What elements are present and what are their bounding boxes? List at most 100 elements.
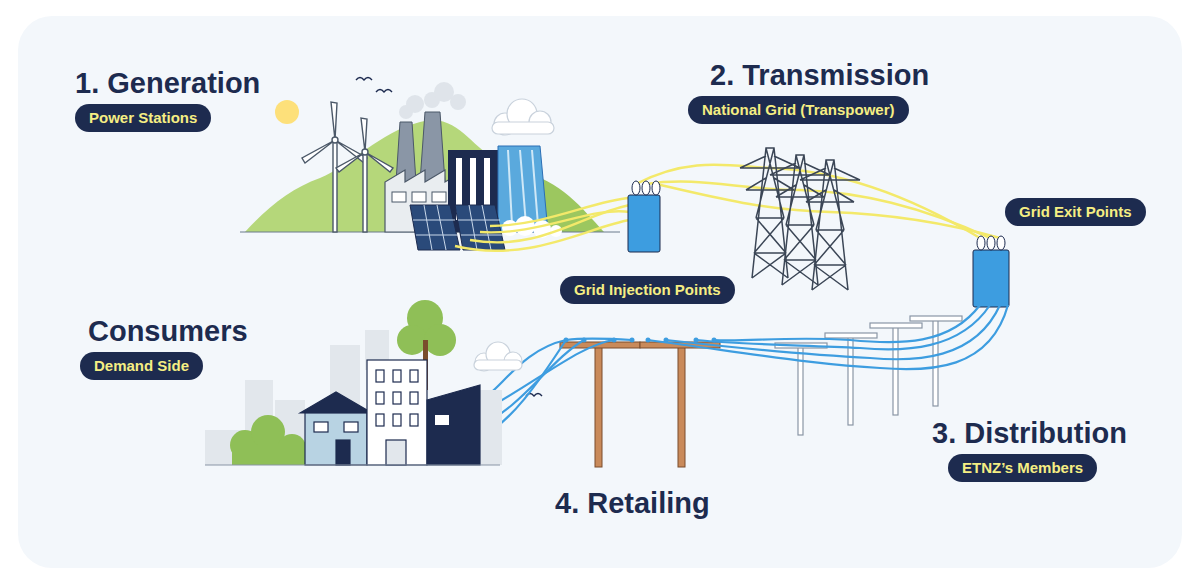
houses-part — [410, 392, 418, 404]
pill-label: Grid Exit Points — [1005, 198, 1146, 226]
pylons-part — [800, 160, 860, 290]
pylons-part — [740, 148, 800, 278]
pill-label: Demand Side — [80, 352, 203, 380]
pill-label: ETNZ’s Members — [948, 454, 1097, 482]
sun-part — [275, 100, 299, 124]
cloud-part-part — [492, 122, 554, 134]
transformer — [628, 181, 660, 252]
wooden-poles-part — [678, 345, 685, 467]
houses-part — [410, 414, 418, 426]
houses-part — [386, 440, 406, 465]
wind-turbines-part — [363, 152, 367, 232]
houses-part — [376, 392, 384, 404]
pill-row: Power Stations — [75, 104, 260, 132]
stage-heading: Consumers — [80, 314, 248, 348]
wooden-poles — [560, 338, 720, 468]
pill-text: Grid Exit Points — [1019, 203, 1132, 220]
wind-turbines-part — [332, 137, 338, 143]
houses-part — [305, 413, 367, 465]
wind-turbines — [302, 102, 393, 232]
houses-part — [393, 392, 401, 404]
houses-part — [393, 370, 401, 382]
stage-heading: 2. Transmission — [688, 58, 929, 92]
houses-part — [427, 385, 480, 465]
transformer-part — [632, 181, 640, 195]
solar-panels-part — [413, 205, 458, 250]
wind-turbines-part — [336, 118, 393, 172]
wind-turbines-part — [302, 102, 367, 163]
cloud — [474, 342, 522, 371]
distribution-wires — [478, 305, 1008, 438]
pill-label: Power Stations — [75, 104, 211, 132]
pill-row: Demand Side — [80, 352, 248, 380]
transformer-part — [977, 236, 985, 250]
houses-part — [393, 414, 401, 426]
houses-part — [336, 440, 350, 465]
birds-part — [376, 90, 392, 93]
solar-panels-part — [410, 205, 460, 250]
cloud — [492, 99, 554, 135]
trees-part — [232, 445, 307, 465]
birds-part — [356, 78, 372, 81]
pill-text: Grid Injection Points — [574, 281, 721, 298]
transmission-wires-part — [455, 220, 630, 251]
transformer-part — [973, 250, 1009, 307]
city-skyline — [205, 330, 502, 465]
distribution-wires-part — [648, 305, 1008, 369]
transmission-wires-part — [490, 198, 630, 226]
pylons — [740, 148, 860, 290]
stage-node: 2. TransmissionNational Grid (Transpower… — [688, 58, 929, 124]
distribution-wires-part — [666, 305, 1000, 359]
hydro-dam-part — [515, 216, 535, 236]
background-panel-part — [18, 16, 1182, 568]
hydro-dam-part — [508, 150, 538, 225]
factory-part — [406, 95, 424, 113]
factory-part — [392, 192, 406, 202]
pill-row: National Grid (Transpower) — [688, 96, 929, 124]
pill-label: Grid Injection Points — [560, 276, 735, 304]
distribution-poles-part — [825, 333, 877, 338]
cloud-part-part — [474, 360, 522, 370]
houses — [205, 360, 500, 465]
transformer-part — [628, 195, 660, 252]
factory-part — [412, 192, 426, 202]
stage-node: 3. DistributionETNZ’s Members — [932, 416, 1127, 482]
stage-node: 1. GenerationPower Stations — [75, 66, 260, 132]
houses-part — [367, 360, 427, 465]
houses-part — [300, 392, 372, 413]
distribution-poles-part — [798, 345, 803, 435]
cloud-part — [492, 99, 554, 135]
transformer-part — [987, 236, 995, 250]
transformer — [973, 236, 1009, 307]
transmission-wires-part — [480, 211, 630, 232]
houses-part — [376, 370, 384, 382]
wooden-poles-part — [595, 345, 602, 467]
factory-part — [432, 192, 446, 202]
transformer-part — [642, 181, 650, 195]
distribution-wires-part — [696, 305, 990, 349]
distribution-wires-part — [714, 305, 980, 342]
pill-row: ETNZ’s Members — [932, 454, 1127, 482]
trees-part — [397, 325, 427, 355]
transmission-wires — [455, 165, 1000, 251]
city-skyline-part — [480, 390, 502, 465]
houses-part — [376, 414, 384, 426]
background-panel — [18, 16, 1182, 568]
houses-part — [314, 422, 328, 432]
trees-part — [424, 324, 456, 356]
transmission-wires-part — [470, 205, 630, 242]
pill-label: National Grid (Transpower) — [688, 96, 909, 124]
houses-part — [435, 415, 449, 425]
stage-heading: 1. Generation — [75, 66, 260, 100]
distribution-poles-part — [870, 323, 922, 328]
transformer-part — [997, 236, 1005, 250]
cloud-part — [474, 342, 522, 371]
houses-part — [344, 422, 358, 432]
factory-part — [450, 94, 466, 110]
distribution-poles-part — [910, 316, 962, 321]
houses-part — [205, 464, 500, 465]
houses-part — [410, 370, 418, 382]
distribution-poles-part — [933, 318, 938, 406]
stage-node: ConsumersDemand Side — [80, 314, 248, 380]
